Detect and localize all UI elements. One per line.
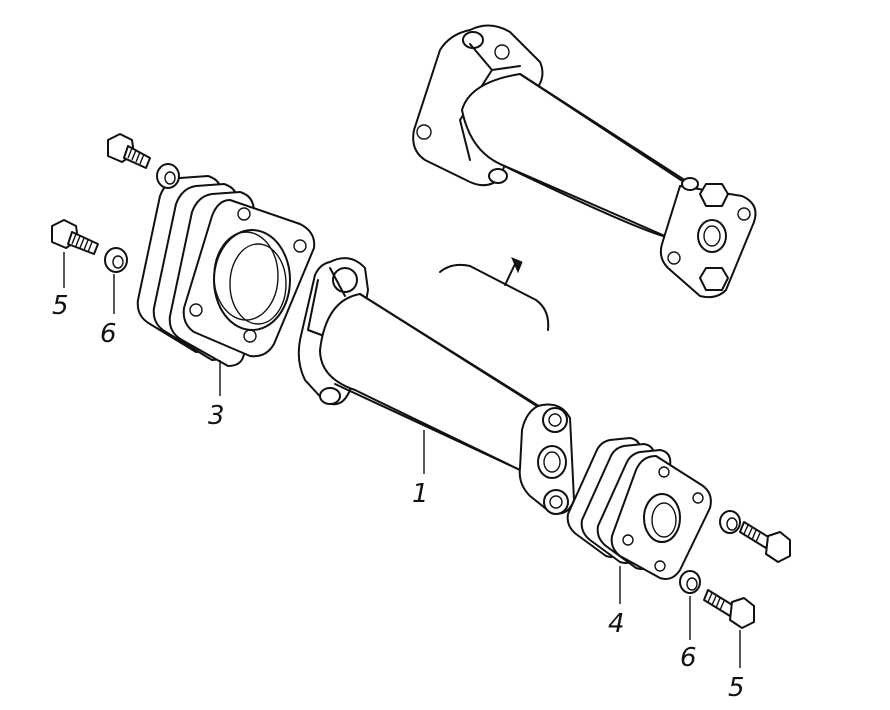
- bolt-right-upper: [739, 521, 791, 563]
- part-4-shim-stack: [566, 437, 712, 580]
- part-1-bracket: [297, 257, 575, 515]
- bolt-right-lower: [703, 589, 755, 629]
- bolt-top-left: [107, 133, 151, 169]
- washer-right-lower: [679, 570, 701, 594]
- washer-left: [104, 247, 128, 273]
- callout-1: 1: [412, 479, 429, 509]
- callout-3: 3: [208, 401, 225, 431]
- callout-5-right: 5: [728, 673, 745, 703]
- callout-6-right: 6: [680, 643, 697, 673]
- leader-lines: [63, 252, 741, 668]
- callout-6-left: 6: [100, 319, 117, 349]
- callout-4: 4: [608, 609, 625, 639]
- part-3-shim-stack: [136, 175, 316, 367]
- bolt-left: [51, 219, 99, 255]
- washer-top-left: [156, 163, 180, 189]
- assembled-bracket-inset: [412, 24, 757, 299]
- callout-5-left: 5: [52, 291, 69, 321]
- assembly-arrow: [439, 257, 550, 331]
- washer-right-upper: [719, 510, 741, 534]
